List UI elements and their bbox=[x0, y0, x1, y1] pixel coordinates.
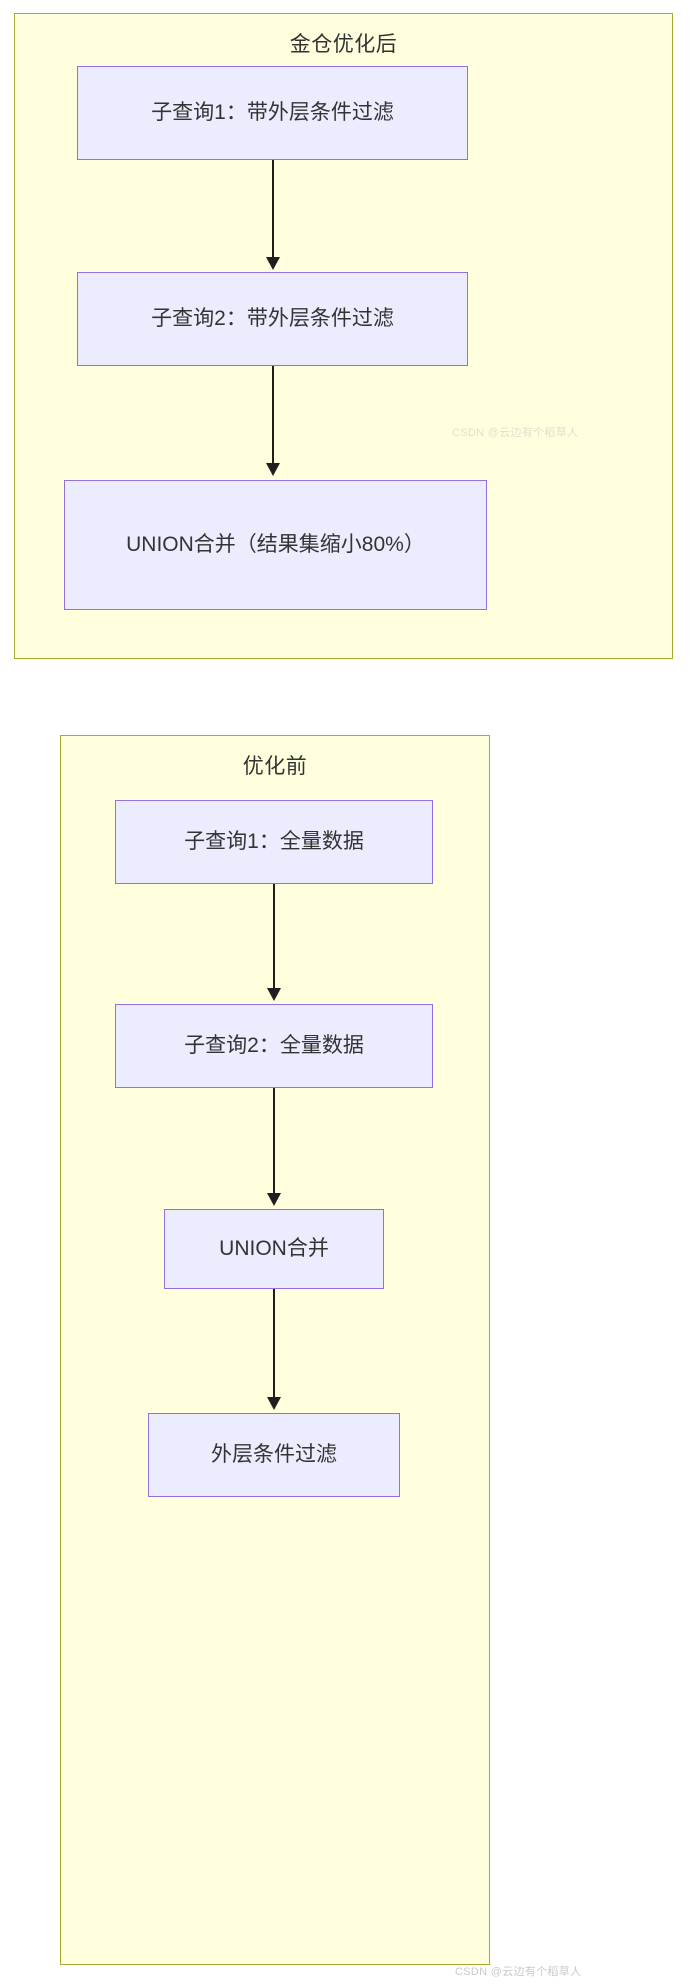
node-subquery2-full[interactable]: 子查询2：全量数据 bbox=[115, 1004, 433, 1088]
node-outer-condition-filter[interactable]: 外层条件过滤 bbox=[148, 1413, 400, 1497]
edge-subquery2-to-union bbox=[273, 1088, 275, 1196]
edge-subquery1-to-subquery2 bbox=[272, 160, 274, 260]
node-subquery1-filtered[interactable]: 子查询1：带外层条件过滤 bbox=[77, 66, 468, 160]
edge-subquery2-to-union-reduced bbox=[272, 366, 274, 466]
node-label: UNION合并（结果集缩小80%） bbox=[126, 532, 425, 556]
node-label: 子查询2：全量数据 bbox=[184, 1033, 364, 1057]
node-label: 外层条件过滤 bbox=[211, 1442, 337, 1466]
arrowhead-icon bbox=[267, 1193, 281, 1206]
edge-subquery1-to-subquery2-full bbox=[273, 884, 275, 991]
edge-union-to-outer-filter bbox=[273, 1289, 275, 1400]
node-label: 子查询2：带外层条件过滤 bbox=[151, 306, 394, 330]
cluster-before-optimization: 优化前 bbox=[60, 735, 490, 1965]
watermark-bottom: CSDN @云边有个稻草人 bbox=[455, 1966, 582, 1978]
node-label: UNION合并 bbox=[219, 1236, 329, 1260]
arrowhead-icon bbox=[266, 463, 280, 476]
arrowhead-icon bbox=[266, 257, 280, 270]
node-union-reduced[interactable]: UNION合并（结果集缩小80%） bbox=[64, 480, 487, 610]
arrowhead-icon bbox=[267, 1397, 281, 1410]
node-label: 子查询1：全量数据 bbox=[184, 829, 364, 853]
node-label: 子查询1：带外层条件过滤 bbox=[151, 100, 394, 124]
cluster-before-title: 优化前 bbox=[242, 755, 308, 778]
node-union-merge[interactable]: UNION合并 bbox=[164, 1209, 384, 1289]
node-subquery2-filtered[interactable]: 子查询2：带外层条件过滤 bbox=[77, 272, 468, 366]
arrowhead-icon bbox=[267, 988, 281, 1001]
node-subquery1-full[interactable]: 子查询1：全量数据 bbox=[115, 800, 433, 884]
cluster-after-title: 金仓优化后 bbox=[289, 33, 398, 56]
